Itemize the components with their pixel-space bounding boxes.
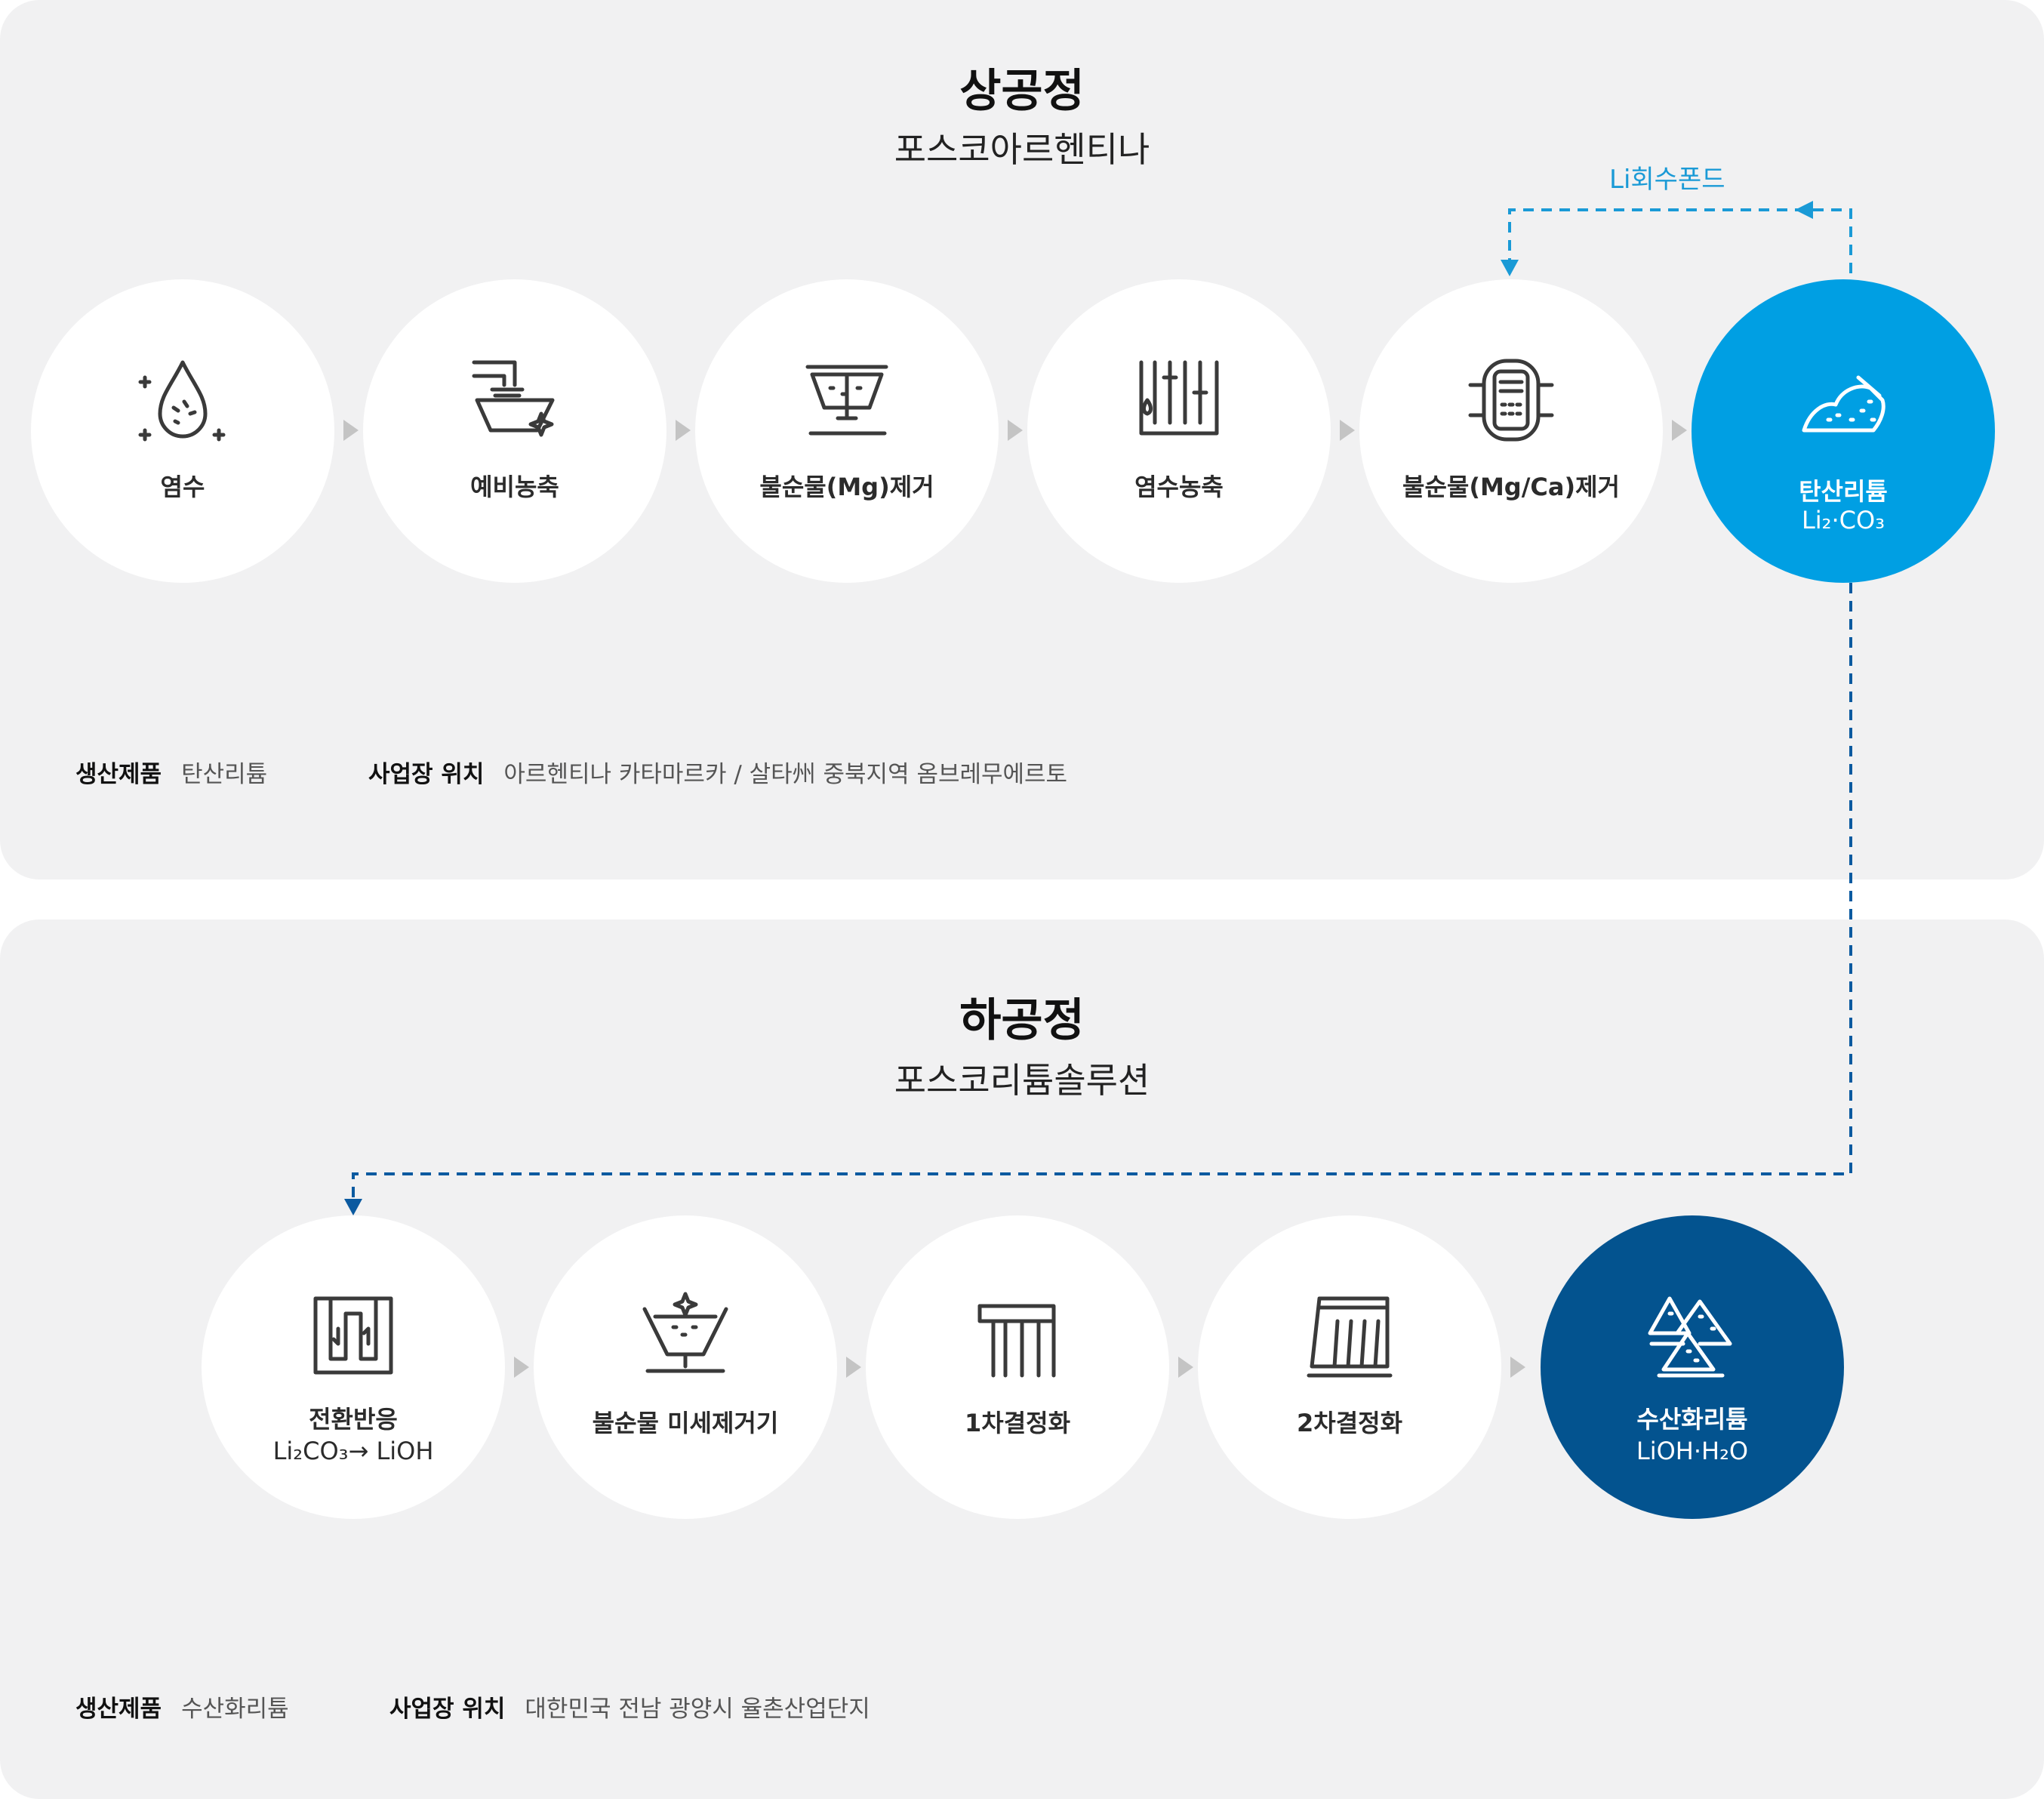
lower-step-lithium-hydroxide: 수산화리튬 LiOH·H₂O (1541, 1215, 1844, 1519)
impurity-removal-mg-ca-icon (1466, 355, 1556, 445)
lower-step-formula: LiOH·H₂O (1636, 1437, 1749, 1465)
upper-step-label: 염수 (160, 473, 205, 501)
flow-arrow (514, 1357, 529, 1378)
lower-step-label: 수산화리튬 (1636, 1405, 1748, 1434)
upper-step-formula: Li₂·CO₃ (1801, 506, 1885, 534)
lower-product-info: 생산제품 수산화리튬 (75, 1690, 289, 1724)
flow-arrow (1340, 420, 1355, 441)
flow-arrow (676, 420, 691, 441)
flow-arrow (1510, 1357, 1525, 1378)
upper-step-brine-concentration: 염수농축 (1027, 279, 1331, 583)
flow-arrow (1672, 420, 1687, 441)
upper-step-impurity-mg-ca: 불순물(Mg/Ca)제거 (1359, 279, 1663, 583)
transfer-arrow-down (344, 1199, 362, 1215)
upper-process-company: 포스코아르헨티나 (894, 129, 1150, 170)
upper-step-label: 예비농축 (470, 473, 559, 501)
recycle-pond-label: Li회수폰드 (1609, 165, 1725, 195)
lower-step-label: 전환반응 (309, 1405, 398, 1434)
upper-product-info: 생산제품 탄산리튬 (75, 755, 267, 789)
lower-step-label: 불순물 미세제거기 (592, 1409, 779, 1437)
upper-step-label: 불순물(Mg/Ca)제거 (1402, 473, 1620, 501)
lower-step-second-crystallization: 2차결정화 (1198, 1215, 1501, 1519)
recycle-arrow-left (1795, 201, 1813, 219)
lower-step-first-crystallization: 1차결정화 (866, 1215, 1169, 1519)
lower-location-info: 사업장 위치 대한민국 전남 광양시 율촌산업단지 (389, 1690, 870, 1724)
brine-drop-icon (137, 355, 228, 445)
lower-step-label: 2차결정화 (1296, 1409, 1403, 1437)
upper-product-key: 생산제품 (75, 761, 162, 788)
transfer-connector-line (352, 583, 1852, 1202)
upper-location-key: 사업장 위치 (368, 761, 485, 788)
lower-product-key: 생산제품 (75, 1696, 162, 1723)
fine-impurity-removal-icon (640, 1291, 731, 1382)
lower-product-value: 수산화리튬 (181, 1696, 289, 1723)
first-crystallization-icon (972, 1291, 1063, 1382)
upper-product-value: 탄산리튬 (181, 761, 268, 788)
upper-process-title: 상공정 (959, 65, 1085, 118)
upper-location-value: 아르헨티나 카타마르카 / 살타州 중북지역 옴브레무에르토 (503, 761, 1068, 788)
lower-process-company: 포스코리튬솔루션 (894, 1060, 1150, 1101)
upper-step-label: 탄산리튬 (1799, 477, 1888, 506)
lithium-hydroxide-icon (1647, 1291, 1738, 1382)
lower-step-fine-impurity: 불순물 미세제거기 (534, 1215, 837, 1519)
brine-concentration-icon (1134, 355, 1224, 445)
lower-location-key: 사업장 위치 (389, 1696, 506, 1723)
upper-step-lithium-carbonate: 탄산리튬 Li₂·CO₃ (1692, 279, 1995, 583)
conversion-reaction-icon (308, 1291, 399, 1382)
impurity-removal-mg-icon (802, 355, 892, 445)
flow-arrow (846, 1357, 861, 1378)
upper-step-label: 불순물(Mg)제거 (759, 473, 934, 501)
lower-location-value: 대한민국 전남 광양시 율촌산업단지 (525, 1696, 870, 1723)
upper-location-info: 사업장 위치 아르헨티나 카타마르카 / 살타州 중북지역 옴브레무에르토 (368, 755, 1067, 789)
flow-arrow (343, 420, 359, 441)
lithium-carbonate-icon (1798, 355, 1889, 445)
recycle-connector-line (1508, 208, 1852, 273)
upper-step-pre-concentration: 예비농축 (363, 279, 666, 583)
upper-step-brine: 염수 (31, 279, 334, 583)
lower-step-label: 1차결정화 (964, 1409, 1071, 1437)
flow-arrow (1178, 1357, 1193, 1378)
upper-step-impurity-mg: 불순물(Mg)제거 (695, 279, 999, 583)
lower-step-formula: Li₂CO₃→ LiOH (272, 1437, 434, 1465)
flow-arrow (1008, 420, 1023, 441)
upper-step-label: 염수농축 (1134, 473, 1224, 501)
lower-step-conversion: 전환반응 Li₂CO₃→ LiOH (202, 1215, 505, 1519)
pre-concentration-icon (469, 355, 560, 445)
second-crystallization-icon (1304, 1291, 1395, 1382)
recycle-arrow-down (1501, 260, 1519, 276)
lower-process-title: 하공정 (959, 994, 1085, 1047)
